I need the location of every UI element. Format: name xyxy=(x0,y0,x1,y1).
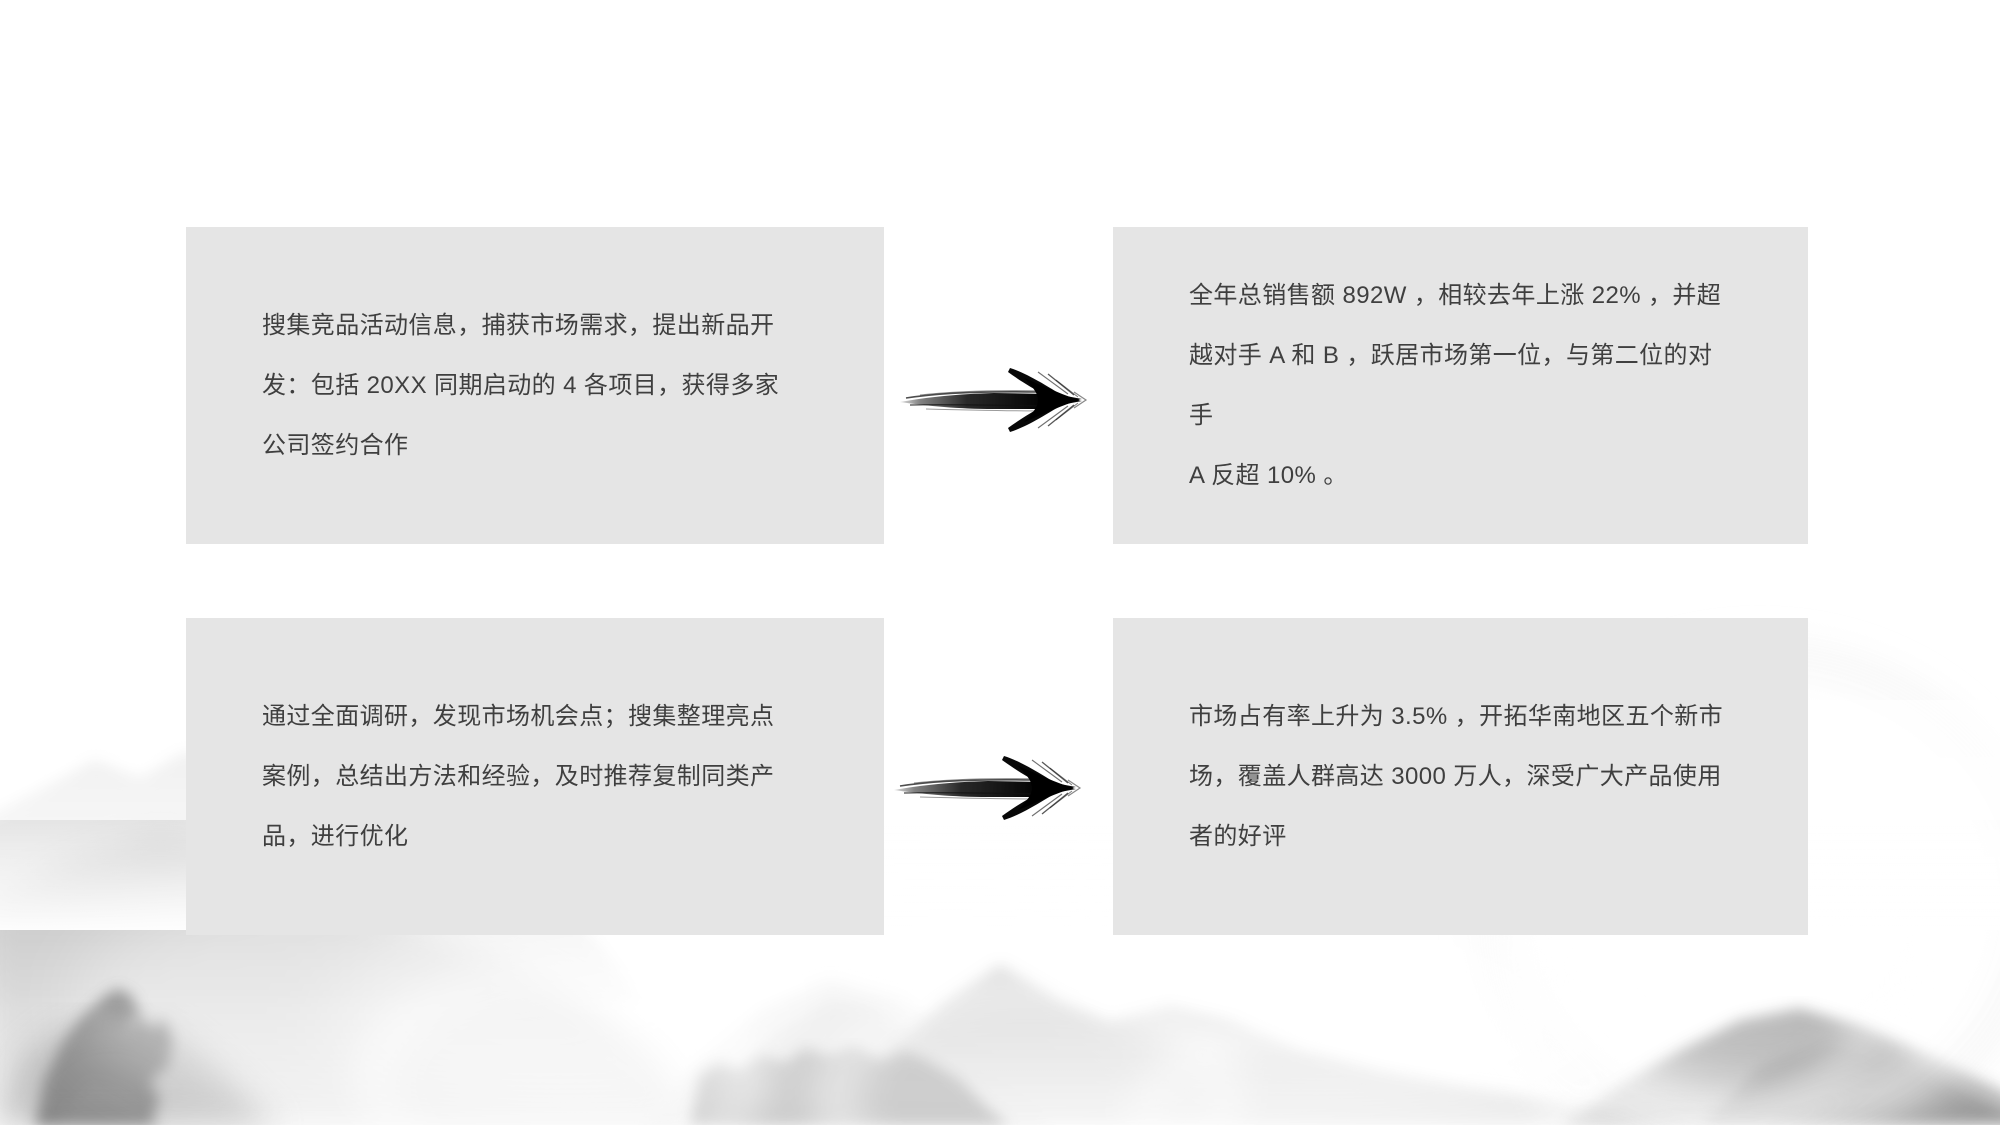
text-card-top-left: 搜集竞品活动信息，捕获市场需求，提出新品开 发：包括 20XX 同期启动的 4 … xyxy=(186,227,884,544)
card-body-text: 搜集竞品活动信息，捕获市场需求，提出新品开 发：包括 20XX 同期启动的 4 … xyxy=(262,311,780,459)
brush-arrow-right-icon xyxy=(894,756,1082,820)
text-card-bottom-right: 市场占有率上升为 3.5% ，开拓华南地区五个新市 场，覆盖人群高达 3000 … xyxy=(1113,618,1808,935)
card-body-text: 市场占有率上升为 3.5% ，开拓华南地区五个新市 场，覆盖人群高达 3000 … xyxy=(1189,702,1724,850)
card-body-text: 全年总销售额 892W ，相较去年上涨 22% ，并超 越对手 A 和 B ，跃… xyxy=(1189,281,1722,489)
text-card-top-right: 全年总销售额 892W ，相较去年上涨 22% ，并超 越对手 A 和 B ，跃… xyxy=(1113,227,1808,544)
text-card-bottom-left: 通过全面调研，发现市场机会点；搜集整理亮点 案例，总结出方法和经验，及时推荐复制… xyxy=(186,618,884,935)
card-body-text: 通过全面调研，发现市场机会点；搜集整理亮点 案例，总结出方法和经验，及时推荐复制… xyxy=(262,702,775,850)
brush-arrow-right-icon xyxy=(900,368,1088,432)
